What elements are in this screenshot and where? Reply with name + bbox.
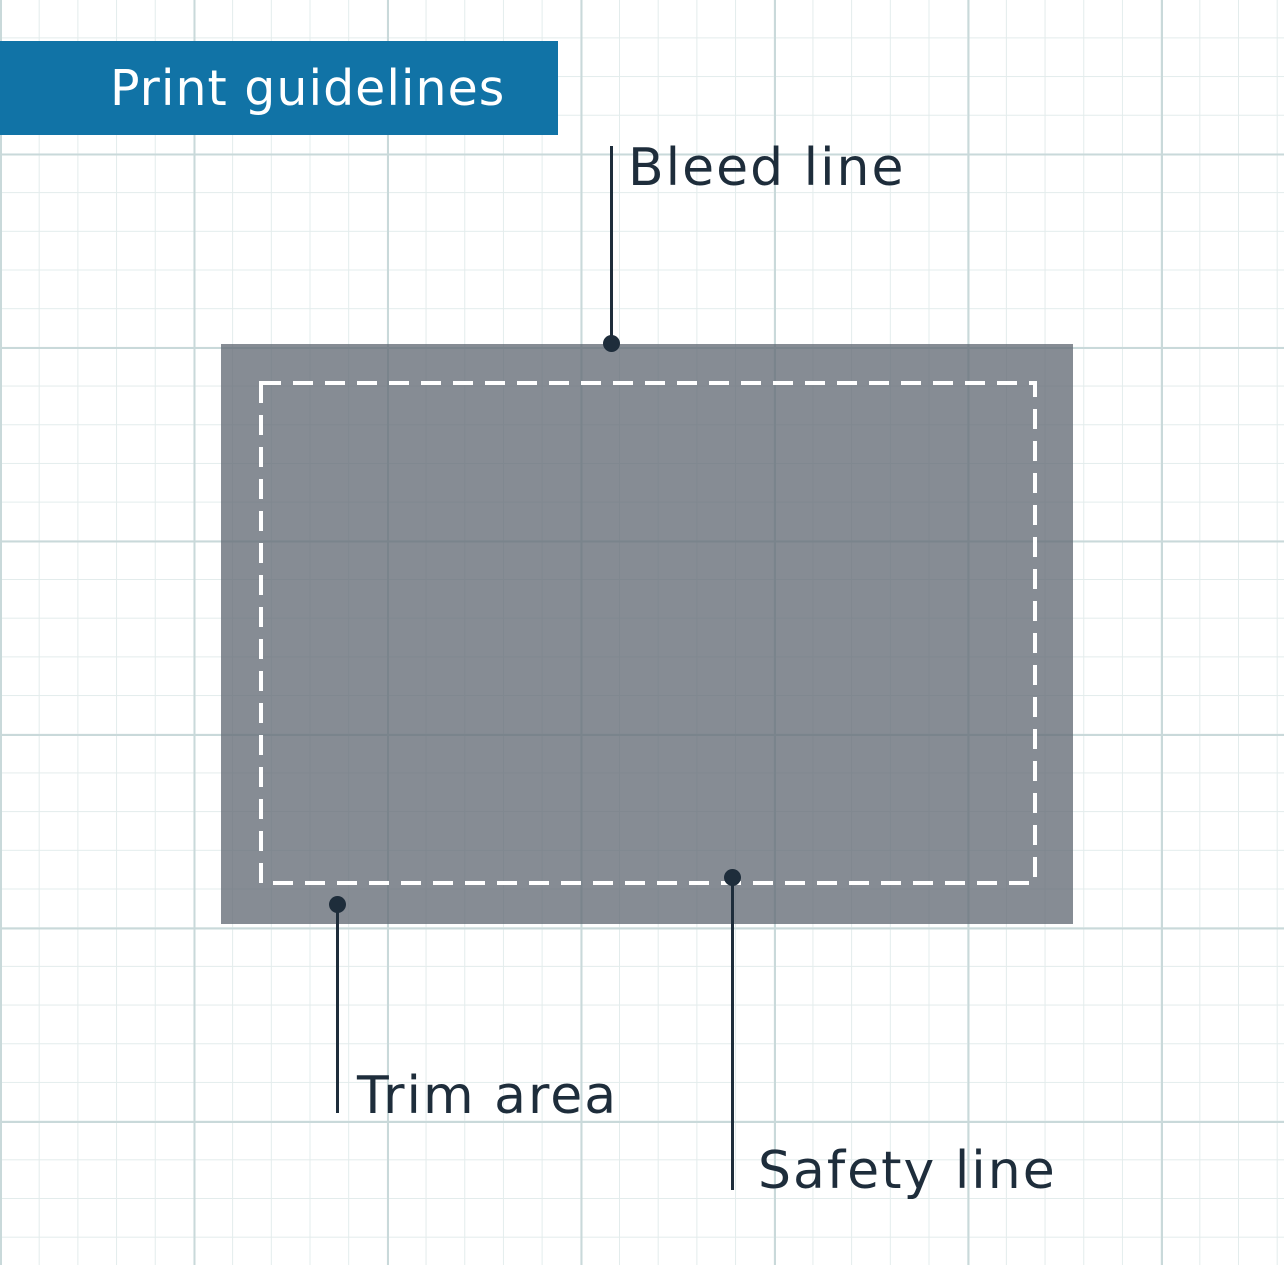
bleed-area bbox=[221, 344, 1073, 924]
bleed-line-label: Bleed line bbox=[628, 138, 906, 198]
safety-callout-line bbox=[731, 877, 734, 1190]
bleed-callout-line bbox=[610, 146, 613, 344]
bleed-callout-dot bbox=[603, 335, 620, 352]
page-title: Print guidelines bbox=[110, 59, 506, 117]
trim-callout-line bbox=[336, 904, 339, 1113]
trim-area-label: Trim area bbox=[357, 1066, 619, 1126]
title-banner: Print guidelines bbox=[0, 41, 558, 135]
safety-line-svg bbox=[259, 381, 1037, 885]
safety-line-border bbox=[259, 381, 1037, 885]
safety-line-label: Safety line bbox=[758, 1141, 1057, 1201]
